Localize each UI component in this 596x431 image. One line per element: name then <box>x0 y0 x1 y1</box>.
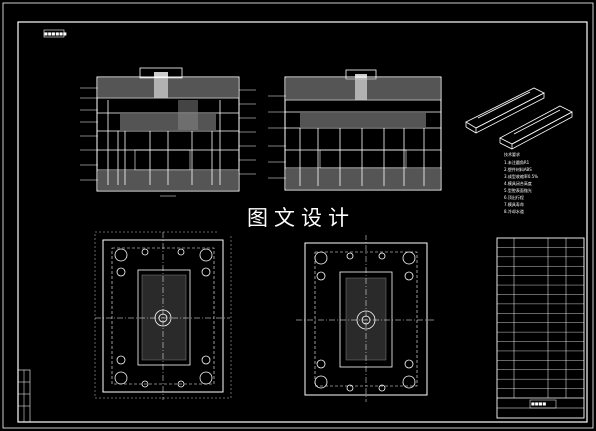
corner-stamp-text: ■■■■■■ <box>44 31 67 36</box>
notes-line: 3.成型收缩率0.5% <box>504 174 538 179</box>
notes-line: 4.模具闭合高度 <box>504 181 532 186</box>
section-view-left <box>80 67 256 197</box>
plan-view-right <box>296 234 436 402</box>
section-view-right <box>268 69 442 191</box>
watermark-text: 图文设计 <box>218 201 384 235</box>
title-block-rows <box>497 247 584 389</box>
notes-line: 7.模具寿命 <box>504 202 524 207</box>
corner-stamp-box <box>43 29 65 38</box>
left-info-strip-lines <box>18 370 30 422</box>
notes-line: 8.冷却水道 <box>504 209 524 214</box>
notes-line: 2.塑件材料ABS <box>504 167 532 172</box>
title-block-label: ■■■■ <box>531 401 547 406</box>
isometric-part-views <box>465 87 573 150</box>
sheet-inner-frame <box>17 21 588 423</box>
plan-view-left <box>94 231 232 400</box>
notes-title: 技术要求 <box>504 152 520 157</box>
notes-line: 5.型腔表面抛光 <box>504 188 532 193</box>
notes-line: 6.顶出行程 <box>504 195 524 200</box>
notes-line: 1.未注圆角R1 <box>504 160 530 165</box>
title-block <box>496 237 585 419</box>
